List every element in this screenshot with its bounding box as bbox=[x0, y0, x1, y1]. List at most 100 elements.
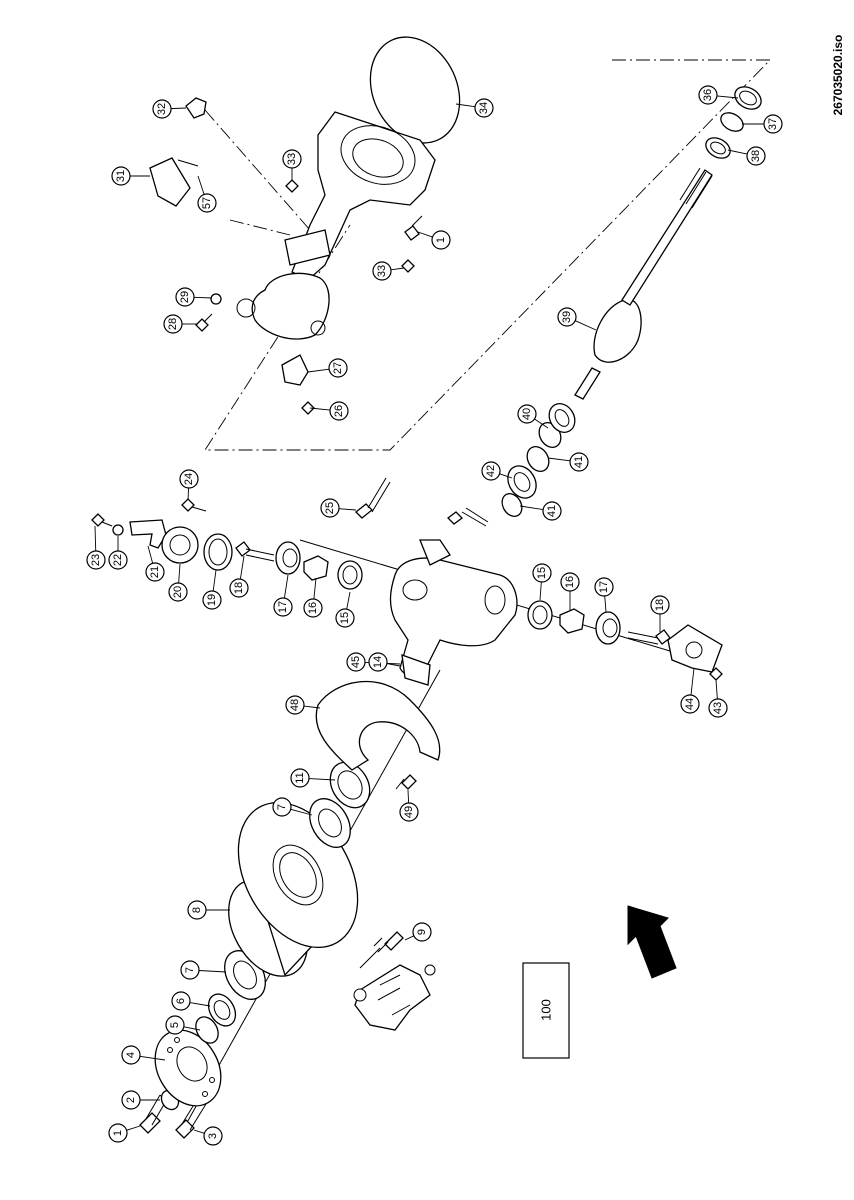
callout-leader-1 bbox=[417, 231, 433, 238]
stub-32 bbox=[185, 97, 207, 119]
callout-16: 16 bbox=[560, 572, 580, 592]
callout-number: 36 bbox=[702, 89, 714, 101]
callout-leader-26 bbox=[309, 407, 331, 411]
callout-31: 31 bbox=[111, 166, 131, 186]
callout-15: 15 bbox=[532, 563, 552, 583]
callout-number: 23 bbox=[90, 554, 102, 566]
callout-36: 36 bbox=[698, 85, 718, 105]
housing-axis-dash bbox=[229, 219, 291, 236]
callout-circle bbox=[368, 652, 388, 672]
callout-leader-16 bbox=[313, 577, 317, 600]
bolt-1 bbox=[139, 1094, 167, 1134]
callout-leader-1 bbox=[126, 1125, 141, 1131]
callout-41: 41 bbox=[542, 501, 562, 521]
cotter-pin bbox=[447, 507, 489, 527]
callout-23: 23 bbox=[86, 550, 106, 570]
callout-circle bbox=[179, 469, 199, 489]
spacer-5 bbox=[195, 1016, 219, 1044]
callout-leader-48 bbox=[303, 705, 321, 709]
callout-leader-23 bbox=[94, 525, 97, 552]
callout-number: 2 bbox=[125, 1097, 137, 1103]
ring-15-left bbox=[337, 560, 363, 590]
callout-leader-3 bbox=[193, 1129, 205, 1134]
callout-circle bbox=[175, 287, 195, 307]
callout-1: 1 bbox=[431, 230, 451, 250]
callout-number: 15 bbox=[536, 567, 548, 579]
callout-circle bbox=[517, 404, 537, 424]
callout-circle bbox=[111, 166, 131, 186]
callout-number: 25 bbox=[324, 502, 336, 514]
callout-40: 40 bbox=[517, 404, 537, 424]
callout-leader-14 bbox=[386, 663, 401, 667]
callout-circle bbox=[746, 146, 766, 166]
bolt-28 bbox=[195, 313, 213, 332]
callout-leader-17 bbox=[604, 595, 607, 613]
bushing-16-left bbox=[303, 555, 329, 581]
callout-33: 33 bbox=[282, 149, 302, 169]
callout-7: 7 bbox=[180, 960, 200, 980]
callout-number: 4 bbox=[125, 1052, 137, 1058]
callout-number: 16 bbox=[564, 576, 576, 588]
callout-leader-5 bbox=[183, 1026, 201, 1031]
callout-leader-33 bbox=[390, 267, 405, 271]
gear-ring-20 bbox=[161, 526, 199, 564]
callout-15: 15 bbox=[335, 608, 355, 628]
callout-number: 33 bbox=[286, 153, 298, 165]
callout-circle bbox=[569, 452, 589, 472]
callout-circle bbox=[108, 1123, 128, 1143]
callout-circle bbox=[290, 768, 310, 788]
callout-leader-32 bbox=[170, 107, 187, 110]
callout-number: 37 bbox=[767, 118, 779, 130]
reference-box bbox=[522, 962, 570, 1059]
washer-22 bbox=[112, 524, 124, 536]
callout-leader-15 bbox=[539, 581, 542, 601]
callout-41: 41 bbox=[569, 452, 589, 472]
callout-circle bbox=[532, 563, 552, 583]
callout-leader-42 bbox=[499, 473, 513, 479]
callout-16: 16 bbox=[303, 598, 323, 618]
callout-circle bbox=[282, 149, 302, 169]
bolt-33-bottom bbox=[401, 259, 415, 273]
callout-number: 49 bbox=[403, 806, 415, 818]
callout-leader-17 bbox=[283, 574, 289, 599]
callout-number: 33 bbox=[376, 265, 388, 277]
callout-leader-57 bbox=[197, 175, 205, 195]
callout-44: 44 bbox=[680, 694, 700, 714]
callout-leader-11 bbox=[308, 778, 336, 781]
callout-circle bbox=[698, 85, 718, 105]
callout-3: 3 bbox=[203, 1126, 223, 1146]
callout-leader-7 bbox=[198, 970, 227, 973]
callout-57: 57 bbox=[197, 193, 217, 213]
callout-7: 7 bbox=[272, 797, 292, 817]
callout-circle bbox=[187, 900, 207, 920]
callout-6: 6 bbox=[171, 991, 191, 1011]
callout-14: 14 bbox=[368, 652, 388, 672]
callout-17: 17 bbox=[273, 597, 293, 617]
callout-48: 48 bbox=[285, 695, 305, 715]
callout-number: 7 bbox=[184, 967, 196, 973]
callout-number: 40 bbox=[521, 408, 533, 420]
bolt-18-left bbox=[235, 541, 275, 562]
callout-leader-24 bbox=[187, 487, 190, 501]
callout-number: 18 bbox=[233, 582, 245, 594]
callout-leader-41 bbox=[519, 505, 544, 511]
callout-circle bbox=[680, 694, 700, 714]
callout-18: 18 bbox=[229, 578, 249, 598]
callout-number: 17 bbox=[277, 601, 289, 613]
seal-41-upper bbox=[526, 446, 550, 472]
callout-leader-21 bbox=[147, 545, 154, 564]
bolt-23 bbox=[91, 513, 113, 527]
ring-6 bbox=[207, 993, 237, 1027]
callout-number: 41 bbox=[546, 505, 558, 517]
callout-number: 24 bbox=[183, 473, 195, 485]
callout-circle bbox=[272, 797, 292, 817]
seal-41-lower bbox=[501, 493, 523, 517]
callout-18: 18 bbox=[650, 595, 670, 615]
callout-number: 14 bbox=[372, 656, 384, 668]
callout-number: 16 bbox=[307, 602, 319, 614]
callout-43: 43 bbox=[708, 698, 728, 718]
steering-knuckle-45 bbox=[389, 539, 518, 686]
dust-shield-48 bbox=[315, 680, 441, 771]
seal-11 bbox=[329, 761, 371, 809]
callout-leader-38 bbox=[727, 149, 748, 155]
